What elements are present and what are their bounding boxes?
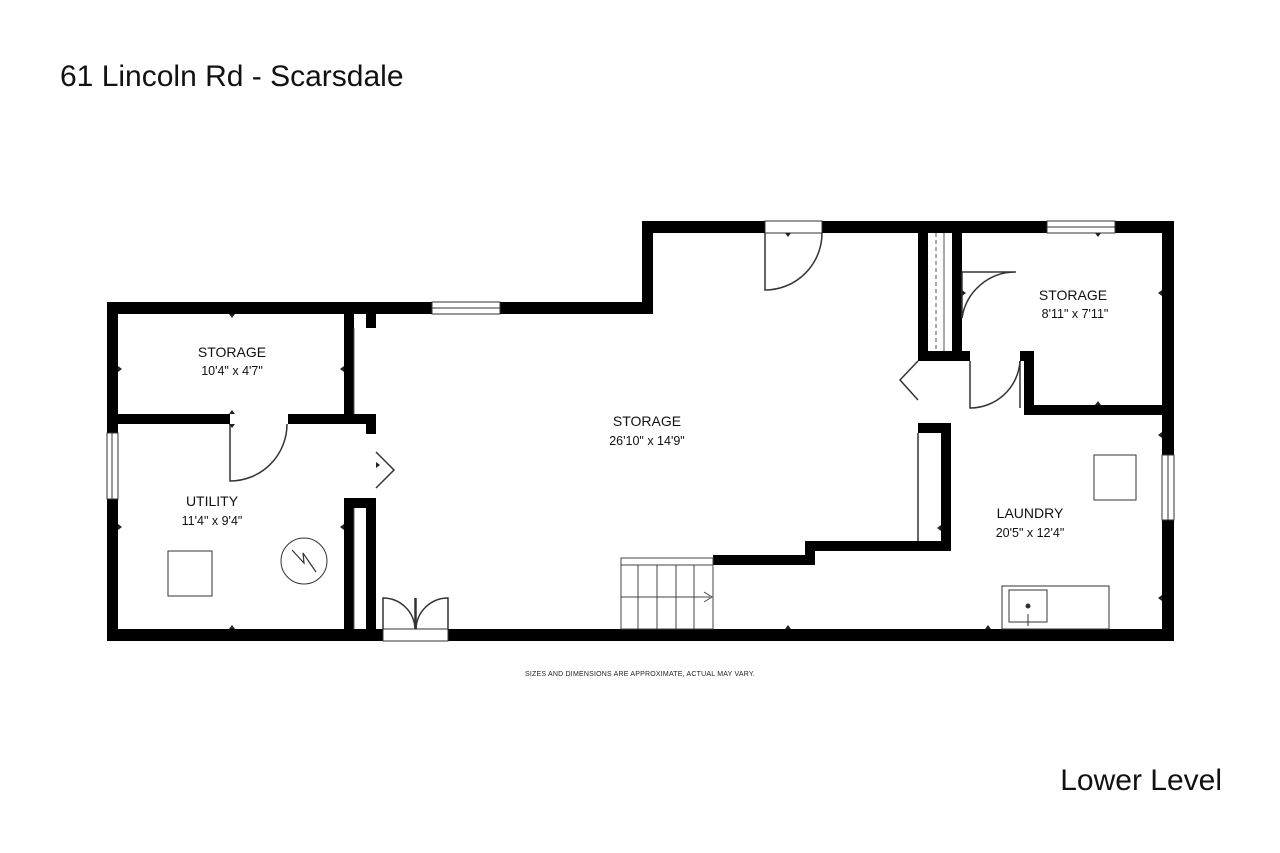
- laundry-counter: [1001, 585, 1110, 630]
- closet-shelf: [353, 233, 945, 629]
- wall-storage-utility-b: [288, 414, 376, 424]
- water-heater-icon: [280, 537, 328, 585]
- dimension-ticks: [118, 233, 1162, 629]
- wall-north-left: [107, 302, 432, 314]
- room-name-laundry: LAUNDRY: [997, 505, 1064, 521]
- wall-laundry-west: [941, 423, 951, 551]
- wall-storage-utility-a: [107, 414, 230, 424]
- room-name-storage-main: STORAGE: [613, 413, 681, 429]
- floor-level-label: Lower Level: [1060, 764, 1222, 797]
- door-storage2: [961, 271, 1017, 319]
- wall-closet-west: [918, 221, 928, 361]
- room-dims-utility: 11'4" x 9'4": [182, 514, 243, 528]
- wall-east: [1162, 221, 1174, 641]
- window-south-door: [382, 628, 449, 642]
- room-dims-storage-2: 8'11" x 7'11": [1042, 307, 1109, 321]
- room-name-storage-1: STORAGE: [198, 344, 266, 360]
- wall-stub-b: [366, 414, 376, 434]
- wall-jog: [642, 221, 653, 314]
- wall-south-utility: [107, 629, 383, 641]
- wall-step-upper: [805, 541, 951, 551]
- wall-storage-east: [344, 302, 354, 422]
- laundry-appliance: [1093, 454, 1137, 501]
- wall-storage2-west: [1024, 351, 1034, 415]
- wall-closet-south: [918, 351, 970, 361]
- wall-north-c: [1115, 221, 1174, 233]
- door-utility: [229, 423, 288, 482]
- dimensions-disclaimer: SIZES AND DIMENSIONS ARE APPROXIMATE, AC…: [525, 671, 755, 678]
- wall-utility-jog: [344, 498, 376, 508]
- door-bifold-west: [375, 451, 396, 489]
- wall-south-main: [448, 629, 1174, 641]
- wall-north-b: [822, 221, 1047, 233]
- door-north-main: [764, 232, 823, 291]
- wall-north-mid: [500, 302, 652, 314]
- room-dims-storage-1: 10'4" x 4'7": [201, 364, 263, 378]
- wall-step-riser: [805, 541, 815, 565]
- room-name-storage-2: STORAGE: [1039, 287, 1107, 303]
- wall-laundry-stub: [918, 423, 950, 433]
- wall-closet-east: [952, 221, 962, 361]
- door-closet: [969, 360, 1021, 409]
- wall-utility-east: [344, 498, 354, 639]
- doors: [229, 232, 1021, 630]
- door-bifold-east: [898, 360, 919, 401]
- room-dims-storage-main: 26'10" x 14'9": [609, 434, 685, 448]
- wall-utility-east-inner: [366, 498, 376, 639]
- wall-storage2-south: [1024, 405, 1174, 415]
- property-address: 61 Lincoln Rd - Scarsdale: [60, 60, 404, 93]
- room-name-utility: UTILITY: [186, 493, 239, 509]
- wall-north-a: [642, 221, 765, 233]
- window-north-door: [764, 220, 823, 234]
- wall-stub-a: [366, 314, 376, 328]
- stairs: [620, 557, 714, 630]
- utility-fixture: [167, 550, 213, 597]
- wall-step-lower: [713, 555, 815, 565]
- windows: [106, 220, 1175, 642]
- fixtures: [167, 454, 1137, 630]
- room-dims-laundry: 20'5" x 12'4": [996, 526, 1065, 540]
- door-double-a: [382, 597, 416, 630]
- walls: [107, 221, 1174, 641]
